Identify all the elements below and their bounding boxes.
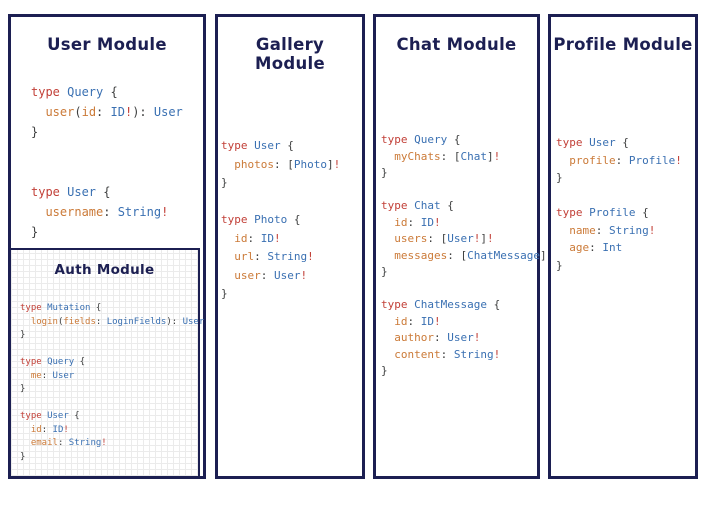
code-block-user: type Query { user(id: ID!): User} type U…	[31, 85, 183, 239]
module-panel-gallery: Gallery Module type User { photos: [Phot…	[215, 14, 365, 479]
module-title-auth: Auth Module	[54, 262, 155, 278]
module-panel-profile: Profile Module type User { profile: Prof…	[548, 14, 698, 479]
code-block-chat: type Query { myChats: [Chat]!} type Chat…	[381, 133, 553, 377]
module-title-chat: Chat Module	[396, 35, 517, 54]
module-title-gallery: Gallery Module	[255, 35, 325, 73]
module-title-profile: Profile Module	[553, 35, 693, 54]
code-block-gallery: type User { photos: [Photo]!} type Photo…	[221, 139, 341, 300]
module-panel-auth: Auth Module type Mutation { login(fields…	[9, 248, 204, 478]
code-block-auth: type Mutation { login(fields: LoginField…	[20, 303, 205, 462]
code-block-profile: type User { profile: Profile!} type Prof…	[556, 136, 682, 272]
module-panel-chat: Chat Module type Query { myChats: [Chat]…	[373, 14, 553, 479]
module-title-user: User Module	[47, 35, 167, 54]
